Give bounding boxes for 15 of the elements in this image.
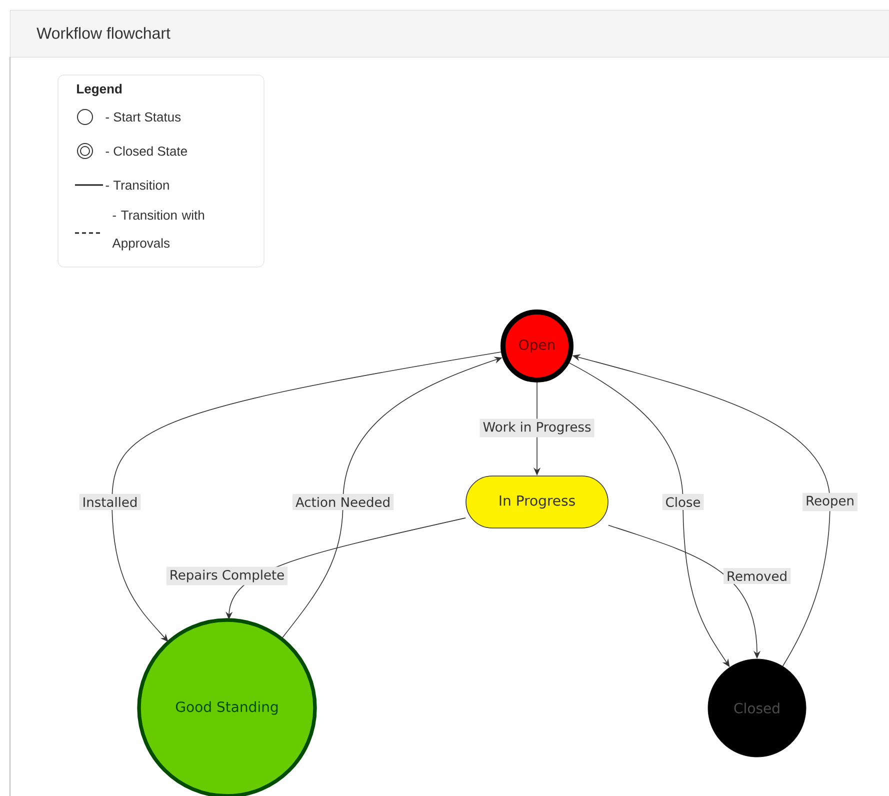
edge-label: Installed	[79, 494, 141, 510]
arrow	[112, 352, 502, 642]
edge-label: Action Needed	[292, 494, 394, 510]
edge-label: Removed	[724, 568, 790, 584]
legend-text: - Start Status	[106, 112, 181, 122]
edge-label: Close	[662, 494, 704, 510]
title: Workflow flowchart	[36, 27, 170, 39]
legend-text: - Transition with Approvals	[112, 210, 204, 250]
edge-label: Repairs Complete	[166, 566, 288, 586]
status-box: In Progress	[466, 476, 608, 528]
edge-label: Reopen	[802, 492, 858, 512]
edge-label: Work in Progress	[480, 418, 594, 438]
legend-text: - Closed State	[106, 146, 187, 156]
legend-heading: Legend	[77, 84, 122, 96]
legend-text: - Transition	[106, 180, 169, 190]
